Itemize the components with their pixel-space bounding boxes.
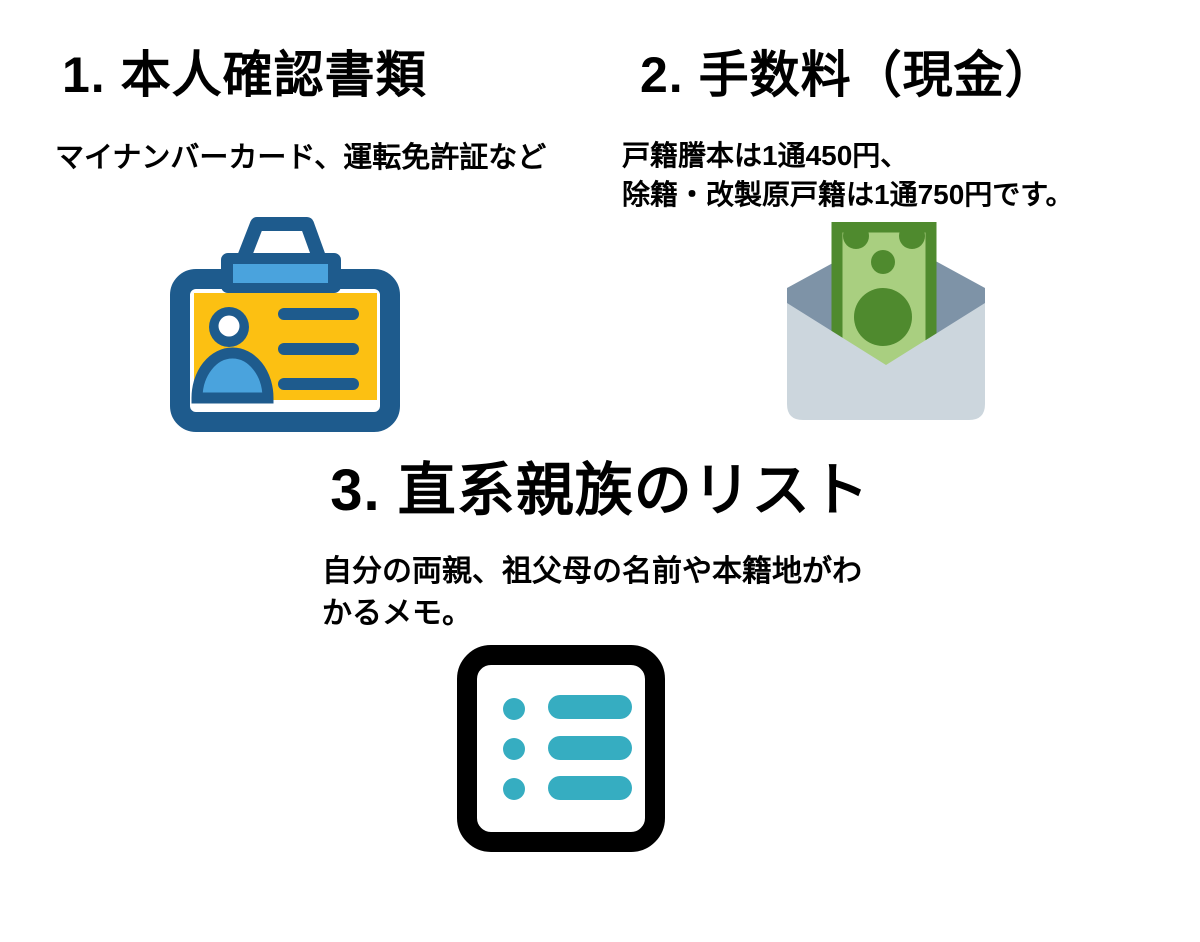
bill-large-circle xyxy=(854,288,912,346)
id-card-text-line xyxy=(278,343,359,355)
list-item-bar xyxy=(548,776,632,800)
list-item-bar xyxy=(548,736,632,760)
section-2-title: 2. 手数料（現金） xyxy=(640,47,1056,103)
section-2-description: 戸籍謄本は1通450円、 除籍・改製原戸籍は1通750円です。 xyxy=(622,136,1074,214)
id-card-text-line xyxy=(278,378,359,390)
id-card-clip-inner xyxy=(233,264,328,283)
description-line: 自分の両親、祖父母の名前や本籍地がわ xyxy=(322,555,862,588)
bill-corner-mark xyxy=(899,223,925,249)
description-line: マイナンバーカード、運転免許証など xyxy=(55,142,547,174)
money-bill xyxy=(831,222,937,388)
bill-small-circle xyxy=(871,250,895,274)
avatar-body xyxy=(191,347,274,404)
list-icon xyxy=(457,645,665,852)
envelope-front xyxy=(787,303,985,420)
section-3-title: 3. 直系親族のリスト xyxy=(330,458,870,523)
section-3-description: 自分の両親、祖父母の名前や本籍地がわ かるメモ。 xyxy=(322,551,862,635)
id-card-text-line xyxy=(278,308,359,320)
money-envelope-icon xyxy=(787,222,985,420)
description-line: 除籍・改製原戸籍は1通750円です。 xyxy=(622,179,1074,210)
list-bullet xyxy=(503,738,525,760)
section-1-description: マイナンバーカード、運転免許証など xyxy=(55,139,546,178)
description-line: 戸籍謄本は1通450円、 xyxy=(622,140,909,171)
avatar-head xyxy=(218,315,240,337)
list-item-bar xyxy=(548,695,632,719)
id-card-handle xyxy=(236,217,327,263)
list-bullet xyxy=(503,698,525,720)
section-1-title: 1. 本人確認書類 xyxy=(62,47,427,103)
id-card-icon xyxy=(170,217,400,432)
description-line: かるメモ。 xyxy=(322,597,472,630)
list-bullet xyxy=(503,778,525,800)
bill-corner-mark xyxy=(843,223,869,249)
